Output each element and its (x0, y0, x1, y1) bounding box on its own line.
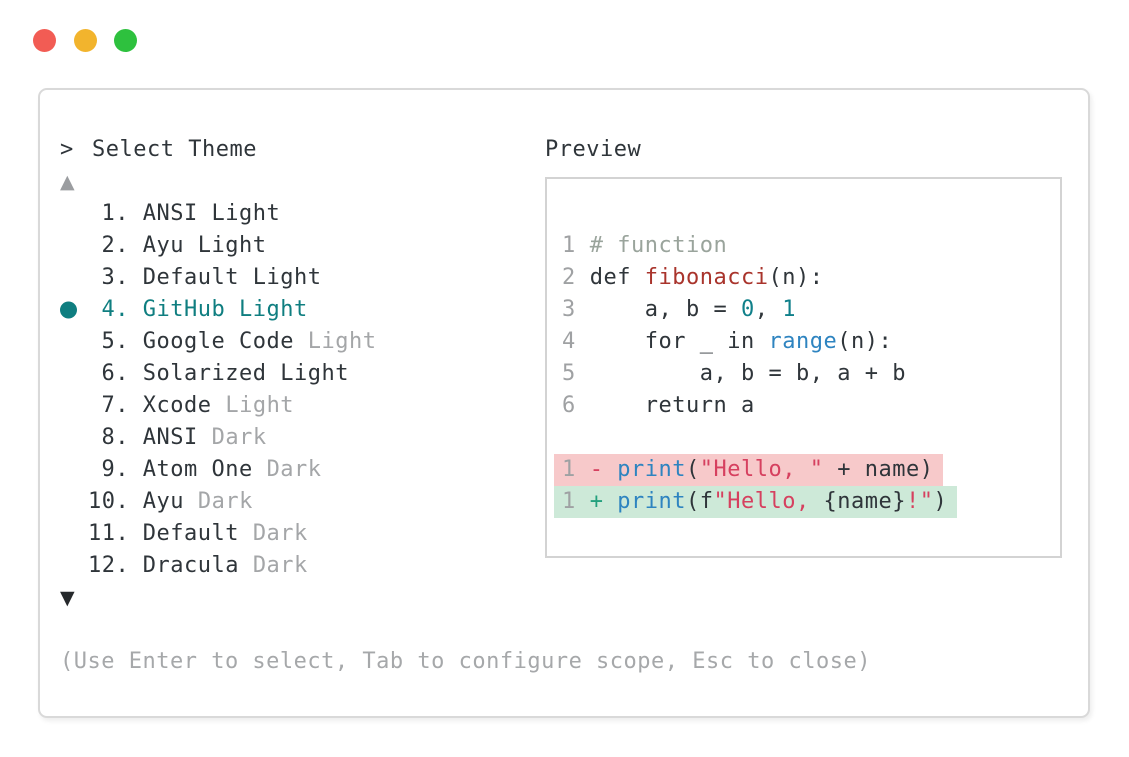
theme-option-selected[interactable]: 4.GitHub Light (60, 294, 530, 326)
theme-list: > Select Theme ▲ 1.ANSI Light 2.Ayu Light… (60, 134, 530, 614)
prompt-marker: > (60, 137, 74, 162)
scroll-down-icon[interactable]: ▼ (60, 587, 76, 609)
code-line: 4 for _ in range(n): (562, 329, 893, 354)
code-line: 6 return a (562, 393, 755, 418)
selector-header: > Select Theme (60, 134, 530, 166)
window-close-button[interactable] (33, 29, 56, 52)
blank-line (562, 422, 1060, 454)
scroll-up-icon[interactable]: ▲ (60, 171, 76, 193)
window-minimize-button[interactable] (73, 29, 97, 52)
code-line: 5 a, b = b, a + b (562, 361, 906, 386)
theme-option[interactable]: 3.Default Light (101, 265, 322, 290)
diff-removed-marker: - (589, 457, 618, 482)
code-line: 1# function (562, 233, 728, 258)
help-text: (Use Enter to select, Tab to configure s… (60, 649, 871, 674)
selected-indicator-dot (60, 301, 77, 319)
code-line: 3 a, b = 0, 1 (562, 297, 796, 322)
diff-added-line: 1+ print(f"Hello, {name}!") (554, 486, 1060, 518)
theme-option[interactable]: 6.Solarized Light (101, 361, 349, 386)
scroll-down-row: ▼ (60, 582, 530, 614)
theme-option[interactable]: 1.ANSI Light (101, 201, 281, 226)
preview-label: Preview (545, 137, 642, 162)
diff-removed-line: 1- print("Hello, " + name) (554, 454, 1060, 486)
scroll-up-row: ▲ (60, 166, 530, 198)
page-title: Select Theme (92, 137, 257, 162)
window-maximize-button[interactable] (114, 29, 137, 52)
window-controls (33, 29, 137, 52)
theme-selector-panel: > Select Theme ▲ 1.ANSI Light 2.Ayu Light… (38, 88, 1090, 718)
theme-option[interactable]: 2.Ayu Light (101, 233, 267, 258)
diff-added-marker: + (589, 489, 618, 514)
